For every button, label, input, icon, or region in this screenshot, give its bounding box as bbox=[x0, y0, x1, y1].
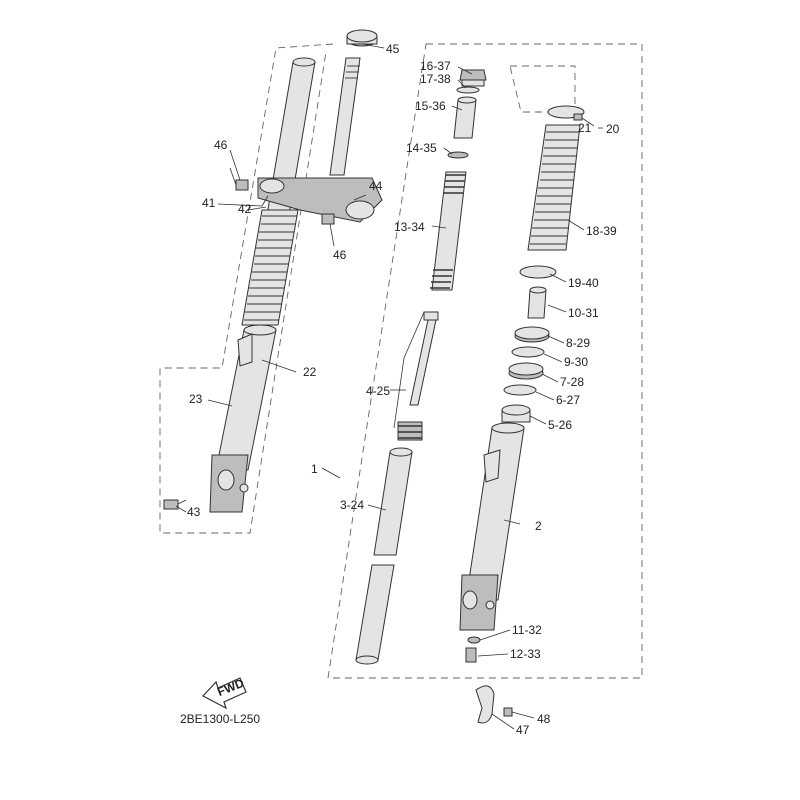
callout-10-31: 10-31 bbox=[568, 306, 599, 320]
callout-48: 48 bbox=[537, 712, 551, 726]
callout-47: 47 bbox=[516, 723, 530, 737]
callout-21: 21 bbox=[578, 121, 592, 135]
leader-lines bbox=[175, 43, 603, 730]
clamp-20-21 bbox=[547, 105, 585, 121]
cap-bolt-16-37 bbox=[459, 69, 487, 87]
bolt-46-upper bbox=[229, 167, 249, 191]
left-assembly-outline bbox=[159, 43, 334, 534]
callout-labels: 45 46 44 41 42 46 22 23 43 16-37 17-38 1… bbox=[187, 42, 620, 737]
band-19-40 bbox=[519, 265, 557, 279]
left-bellows bbox=[241, 209, 299, 326]
callout-1: 1 bbox=[311, 462, 318, 476]
dust-seal-8-29 bbox=[514, 326, 550, 343]
hose-guide-47 bbox=[475, 685, 495, 724]
callout-11-32: 11-32 bbox=[512, 623, 542, 637]
callout-15-36: 15-36 bbox=[415, 99, 446, 113]
callout-16-37: 16-37 bbox=[420, 59, 451, 73]
spacer-15-36 bbox=[453, 96, 477, 139]
bushing-10-31 bbox=[527, 286, 547, 319]
callout-17-38: 17-38 bbox=[420, 72, 451, 86]
o-ring-17-38 bbox=[456, 86, 480, 94]
callout-3-24: 3-24 bbox=[340, 498, 364, 512]
callout-18-39: 18-39 bbox=[586, 224, 617, 238]
washer-14-35 bbox=[447, 151, 469, 159]
damper-rod-4-25 bbox=[393, 311, 439, 429]
callout-2: 2 bbox=[535, 519, 542, 533]
left-assembled-fork bbox=[209, 57, 316, 513]
bushing-5-26 bbox=[501, 404, 531, 423]
bearing-45 bbox=[346, 29, 378, 47]
steering-stem-and-bracket bbox=[257, 57, 383, 223]
callout-43: 43 bbox=[187, 505, 201, 519]
bolt-12-33 bbox=[465, 647, 477, 663]
forward-direction-arrow: FWD bbox=[202, 676, 247, 710]
washer-6-27 bbox=[503, 384, 537, 396]
callout-9-30: 9-30 bbox=[564, 355, 588, 369]
callout-7-28: 7-28 bbox=[560, 375, 584, 389]
callout-12-33: 12-33 bbox=[510, 647, 541, 661]
spring-13-34 bbox=[430, 171, 467, 291]
callout-5-26: 5-26 bbox=[548, 418, 572, 432]
bellows-18-39 bbox=[527, 124, 581, 251]
callout-45: 45 bbox=[386, 42, 400, 56]
callout-46-upper: 46 bbox=[214, 138, 228, 152]
bolt-46-lower bbox=[321, 213, 335, 225]
rebound-spring bbox=[397, 421, 423, 441]
diagram-code: 2BE1300-L250 bbox=[180, 712, 260, 726]
clip-9-30 bbox=[511, 346, 545, 358]
inner-tube-3-24 bbox=[355, 447, 413, 665]
callout-22: 22 bbox=[303, 365, 317, 379]
callout-19-40: 19-40 bbox=[568, 276, 599, 290]
callout-41: 41 bbox=[202, 196, 216, 210]
washer-11-32 bbox=[467, 636, 481, 644]
callout-46-lower: 46 bbox=[333, 248, 347, 262]
callout-6-27: 6-27 bbox=[556, 393, 580, 407]
callout-44: 44 bbox=[369, 179, 383, 193]
callout-4-25: 4-25 bbox=[366, 384, 390, 398]
bolt-43 bbox=[163, 499, 187, 510]
inner-fork-outline bbox=[509, 65, 576, 113]
callout-20: 20 bbox=[606, 122, 620, 136]
callout-13-34: 13-34 bbox=[394, 220, 425, 234]
screw-48 bbox=[503, 707, 513, 717]
callout-14-35: 14-35 bbox=[406, 141, 437, 155]
callout-42: 42 bbox=[238, 202, 252, 216]
oil-seal-7-28 bbox=[508, 362, 544, 380]
callout-8-29: 8-29 bbox=[566, 336, 590, 350]
callout-23: 23 bbox=[189, 392, 203, 406]
right-assembly-outline bbox=[327, 43, 643, 679]
outer-tube-2 bbox=[459, 422, 525, 631]
